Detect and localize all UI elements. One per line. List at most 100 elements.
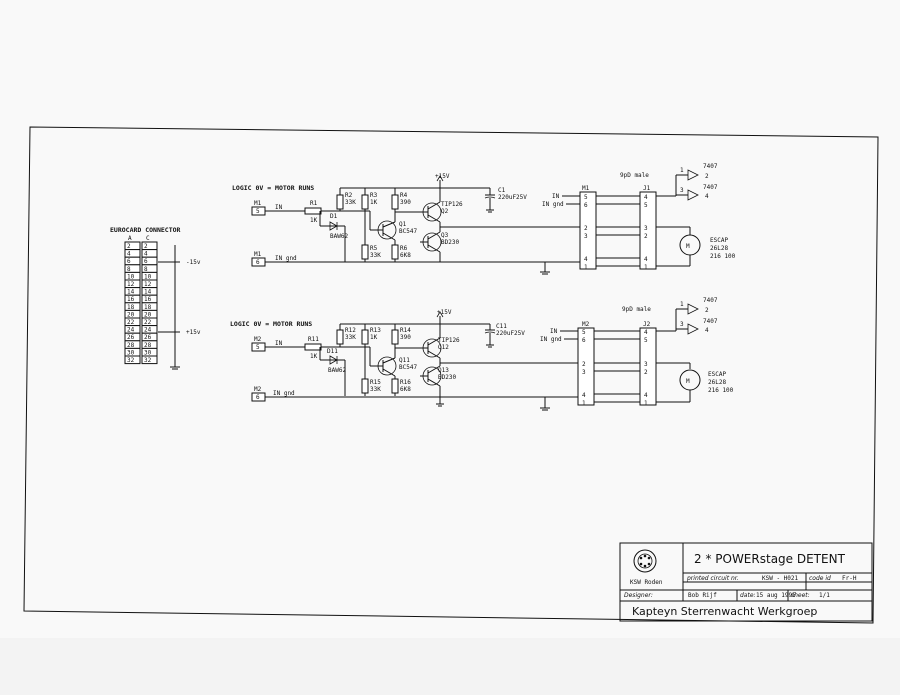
date-value: 15 aug 1995 <box>756 592 796 599</box>
designer-name: Bob Rijf <box>688 592 717 599</box>
pcb-number: KSW - H021 <box>762 575 799 582</box>
conn-a-pin: 6 <box>582 337 586 344</box>
d1-ref: D11 <box>327 348 338 355</box>
r2-value: 33K <box>345 199 356 206</box>
q2-ref: TIP126 <box>438 337 460 344</box>
logo-caption: KSW Roden <box>630 579 663 586</box>
r2-ref: R2 <box>345 192 353 199</box>
conn-a-pin: 6 <box>584 202 588 209</box>
title-block: KSW Roden 2 * POWERstage DETENT printed … <box>619 542 873 622</box>
eurocard-pin-c-26: 26 <box>144 334 152 341</box>
plus-supply-label: +15v <box>186 329 201 336</box>
gate-pin-1: 1 <box>680 301 684 308</box>
conn-b-pin: 4 <box>644 392 648 399</box>
q1-ref: Q11 <box>399 357 410 364</box>
eurocard-pin-c-30: 30 <box>144 349 152 356</box>
r5-ref: R15 <box>370 379 381 386</box>
conn-a-pin: 3 <box>584 233 588 240</box>
eurocard-pin-a-10: 10 <box>127 273 135 280</box>
conn-a-pin: 5 <box>584 194 588 201</box>
r1-ref: R11 <box>308 336 319 343</box>
ksw-logo-icon <box>633 549 657 573</box>
motor-m-glyph: M <box>686 243 690 250</box>
r3-value: 1K <box>370 334 378 341</box>
sheet-value: 1/1 <box>819 592 830 599</box>
conn-a-pin: 4 <box>582 392 586 399</box>
eurocard-pin-a-20: 20 <box>127 311 135 318</box>
gnd-connector: M1 <box>254 251 262 258</box>
d1-ref: D1 <box>330 213 338 220</box>
motor-m-glyph: M <box>686 378 690 385</box>
q2-value: Q2 <box>441 208 449 215</box>
in-pin: 5 <box>256 344 260 351</box>
eurocard-pin-c-2: 2 <box>144 243 148 250</box>
r2-ref: R12 <box>345 327 356 334</box>
sub-d-label: 9pD male <box>622 306 651 313</box>
gnd-connector: M2 <box>254 386 262 393</box>
conn-b-pin: 4 <box>644 194 648 201</box>
eurocard-pin-c-14: 14 <box>144 289 152 296</box>
in-signal-label: IN <box>550 328 558 335</box>
conn-a-pin: 1 <box>582 400 586 407</box>
in-signal-label: IN <box>552 193 560 200</box>
eurocard-pin-c-6: 6 <box>144 258 148 265</box>
eurocard-pin-a-14: 14 <box>127 289 135 296</box>
q3-value: BD230 <box>441 239 459 246</box>
c1-ref: C1 <box>498 187 506 194</box>
logic-note: LOGIC 0V = MOTOR RUNS <box>232 184 314 192</box>
motor-symbol <box>679 369 701 391</box>
r5-value: 33K <box>370 252 381 259</box>
eurocard-pin-a-18: 18 <box>127 304 135 311</box>
gate-pin-4: 4 <box>705 193 709 200</box>
eurocard-pin-c-8: 8 <box>144 266 148 273</box>
eurocard-pin-c-32: 32 <box>144 357 152 364</box>
r3-value: 1K <box>370 199 378 206</box>
eurocard-pin-a-2: 2 <box>127 243 131 250</box>
gnd-pin: 6 <box>256 259 260 266</box>
in-label: IN <box>275 340 283 347</box>
pcb-label: printed circuit nr. <box>686 575 739 582</box>
eurocard-pin-a-24: 24 <box>127 327 135 334</box>
motor-name: ESCAP <box>708 371 726 378</box>
q3-value: BD230 <box>438 374 456 381</box>
q3-ref: Q13 <box>438 367 449 374</box>
conn-b-pin: 3 <box>644 361 648 368</box>
eurocard-pin-c-4: 4 <box>144 251 148 258</box>
conn-b-pin: 5 <box>644 202 648 209</box>
r4-ref: R4 <box>400 192 408 199</box>
gate-top: 7407 <box>703 163 718 170</box>
sub-d-label: 9pD male <box>620 172 649 179</box>
eurocard-pin-c-12: 12 <box>144 281 152 288</box>
eurocard-pin-a-32: 32 <box>127 357 135 364</box>
motor-name: ESCAP <box>710 237 728 244</box>
conn-a-ref: M1 <box>582 185 590 192</box>
supply-label: +15V <box>435 173 450 180</box>
eurocard-pin-a-26: 26 <box>127 334 135 341</box>
r6-value: 6K8 <box>400 386 411 393</box>
d1-value: BAW62 <box>328 367 346 374</box>
gate-bottom: 7407 <box>703 318 718 325</box>
powerstage-1: LOGIC 0V = MOTOR RUNS M1 5 IN R1 1K D1 B… <box>232 163 736 275</box>
r3-ref: R3 <box>370 192 378 199</box>
c1-ref: C11 <box>496 323 507 330</box>
conn-a-pin: 5 <box>582 329 586 336</box>
r1-ref: R1 <box>310 200 318 207</box>
r2-value: 33K <box>345 334 356 341</box>
eurocard-pin-c-10: 10 <box>144 273 152 280</box>
minus-supply-label: -15v <box>186 259 201 266</box>
d1-value: BAW62 <box>330 233 348 240</box>
q1-value: BC547 <box>399 228 417 235</box>
motor-type: 26L28 <box>710 245 728 252</box>
r5-ref: R5 <box>370 245 378 252</box>
conn-b-ref: J2 <box>643 321 651 328</box>
conn-a-pin: 3 <box>582 369 586 376</box>
eurocard-title: EUROCARD CONNECTOR <box>110 226 181 234</box>
conn-b-pin: 1 <box>644 264 648 271</box>
conn-b-pin: 2 <box>644 369 648 376</box>
r4-value: 390 <box>400 199 411 206</box>
q1-ref: Q1 <box>399 221 407 228</box>
sheet-title: 2 * POWERstage DETENT <box>694 552 846 566</box>
scan-margin-strip <box>0 638 900 695</box>
conn-b-ref: J1 <box>643 185 651 192</box>
